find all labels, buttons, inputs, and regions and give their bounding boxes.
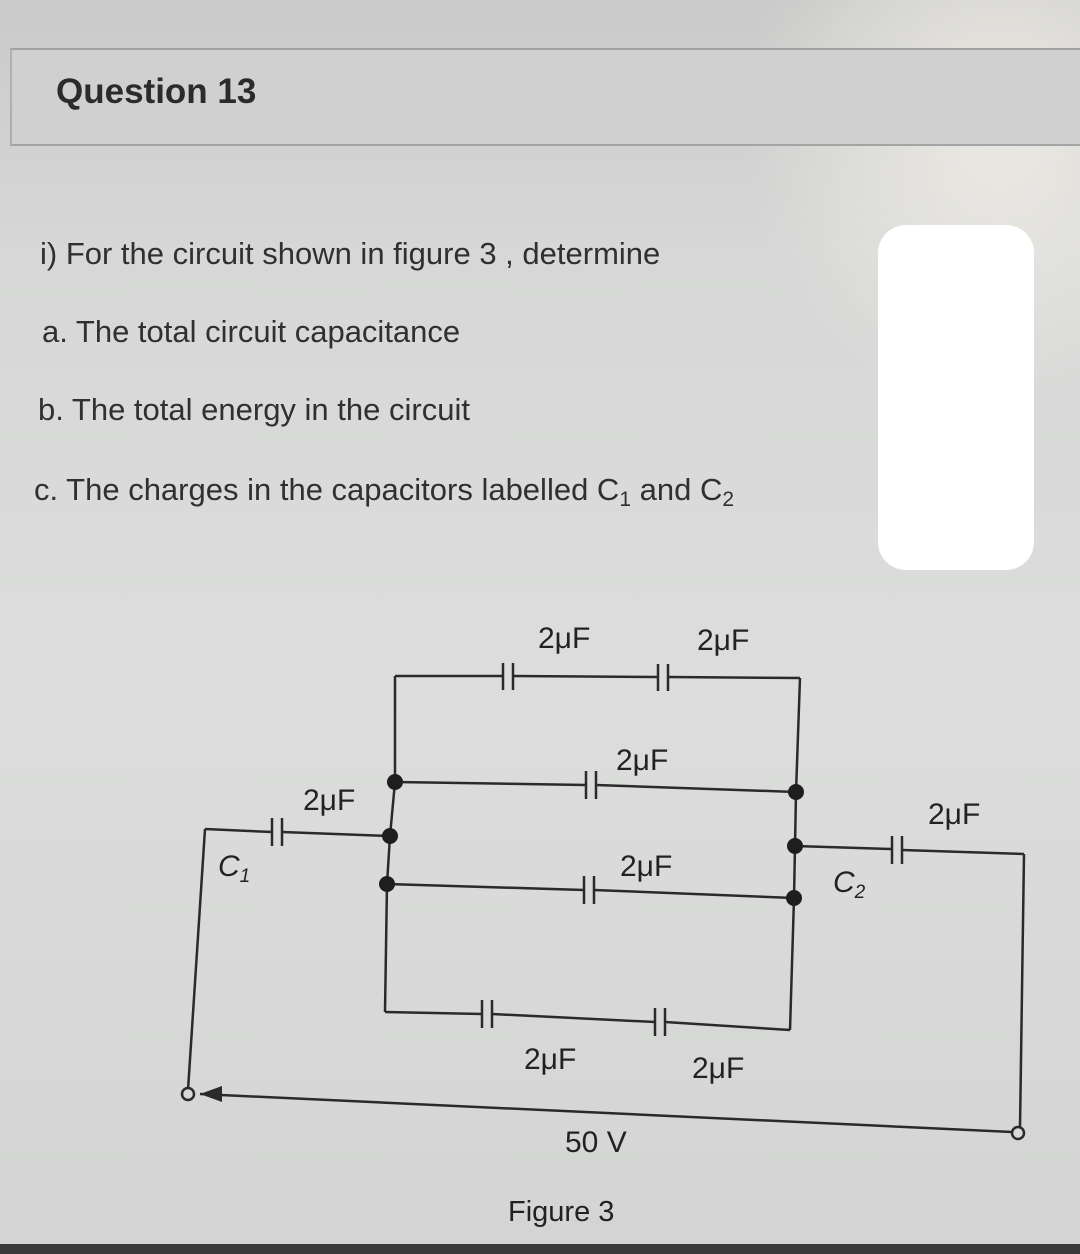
prompt-part-c: c. The charges in the capacitors labelle… <box>34 472 734 512</box>
question-title: Question 13 <box>56 72 257 111</box>
prompt-c2-subscript: 2 <box>722 488 735 511</box>
junction-node <box>382 828 398 844</box>
wire <box>788 897 796 1031</box>
wire <box>512 674 659 679</box>
prompt-part-a: a. The total circuit capacitance <box>42 314 461 349</box>
wire <box>793 791 798 847</box>
wire <box>491 1012 656 1024</box>
wire <box>664 1020 791 1032</box>
cap-label-bottom-left: 2μF <box>524 1043 577 1076</box>
junction-node <box>786 890 802 906</box>
c1-letter: C <box>218 850 240 883</box>
left-terminal <box>180 1086 196 1102</box>
supply-line <box>199 1092 1013 1134</box>
cap-label-top-left: 2μF <box>538 622 591 655</box>
wire <box>186 828 207 1091</box>
question-header <box>10 48 1080 146</box>
wire <box>1018 853 1026 1129</box>
cap-label-top-right: 2μF <box>697 624 750 657</box>
wire <box>384 1010 483 1016</box>
wire <box>794 677 802 793</box>
prompt-c1-subscript: 1 <box>619 488 631 511</box>
redaction-blob <box>878 225 1034 570</box>
cap-label-c1: 2μF <box>303 784 356 817</box>
c2-label: C2 <box>833 866 865 904</box>
wire <box>388 781 397 837</box>
cap-label-middle-upper: 2μF <box>616 744 669 777</box>
prompt-intro: i) For the circuit shown in figure 3 , d… <box>40 236 661 271</box>
cap-label-c2: 2μF <box>928 798 981 831</box>
wire <box>593 888 795 900</box>
c2-letter: C <box>833 866 855 899</box>
prompt-part-b: b. The total energy in the circuit <box>38 392 470 427</box>
prompt-part-c-text: c. The charges in the capacitors labelle… <box>34 472 620 507</box>
figure-caption: Figure 3 <box>508 1196 615 1228</box>
wire <box>794 844 893 851</box>
wire <box>385 835 392 885</box>
wire <box>595 783 797 794</box>
wire <box>394 780 587 787</box>
c2-subscript: 2 <box>854 882 866 903</box>
wire <box>386 882 585 892</box>
junction-node <box>787 838 803 854</box>
c1-label: C1 <box>218 850 250 888</box>
arrow-head <box>200 1086 222 1102</box>
wire <box>281 830 391 838</box>
photo-bottom-edge <box>0 1244 1080 1254</box>
junction-node <box>387 774 403 790</box>
cap-label-bottom-right: 2μF <box>692 1052 745 1085</box>
right-terminal <box>1010 1125 1026 1141</box>
wire <box>204 827 273 834</box>
wire <box>792 845 797 899</box>
c1-subscript: 1 <box>239 866 251 887</box>
wire <box>901 848 1025 856</box>
cap-label-middle-lower: 2μF <box>620 850 673 883</box>
prompt-part-c-mid: and C <box>631 472 723 507</box>
supply-voltage: 50 V <box>565 1126 627 1159</box>
wire <box>383 883 389 1013</box>
wire <box>667 675 801 680</box>
junction-node <box>788 784 804 800</box>
junction-node <box>379 876 395 892</box>
